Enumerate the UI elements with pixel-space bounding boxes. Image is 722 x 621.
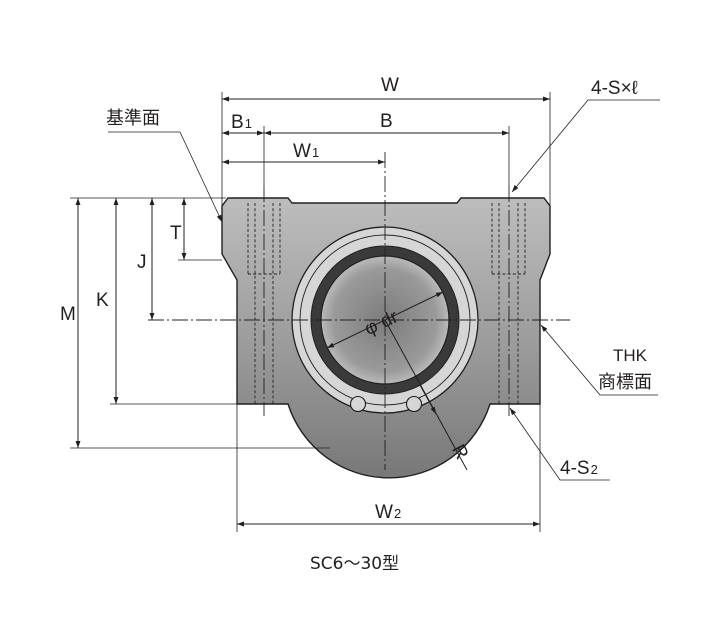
label-reference-face: 基準面 — [106, 108, 160, 129]
block-body — [221, 197, 551, 479]
label-w2: W2 — [375, 502, 401, 523]
label-brand-face: 商標面 — [598, 372, 652, 393]
label-m: M — [60, 304, 76, 325]
dimension-lines — [75, 96, 550, 527]
label-k: K — [96, 290, 109, 311]
label-w: W — [381, 75, 399, 96]
label-j: J — [137, 252, 147, 273]
label-b1: B1 — [231, 112, 252, 133]
extension-lines — [70, 92, 551, 532]
label-w1: W1 — [293, 141, 319, 162]
hidden-holes — [247, 203, 526, 404]
label-tap-holes: 4-S×ℓ — [591, 78, 638, 99]
label-b: B — [380, 111, 393, 132]
ring-hole-left — [349, 395, 367, 413]
leader-lines — [108, 99, 660, 481]
label-thk: THK — [613, 346, 648, 365]
label-t: T — [170, 223, 182, 244]
label-through-holes: 4-S2 — [560, 458, 598, 479]
ring-hole-right — [405, 395, 423, 413]
drawing-caption: SC6～30型 — [310, 554, 399, 574]
